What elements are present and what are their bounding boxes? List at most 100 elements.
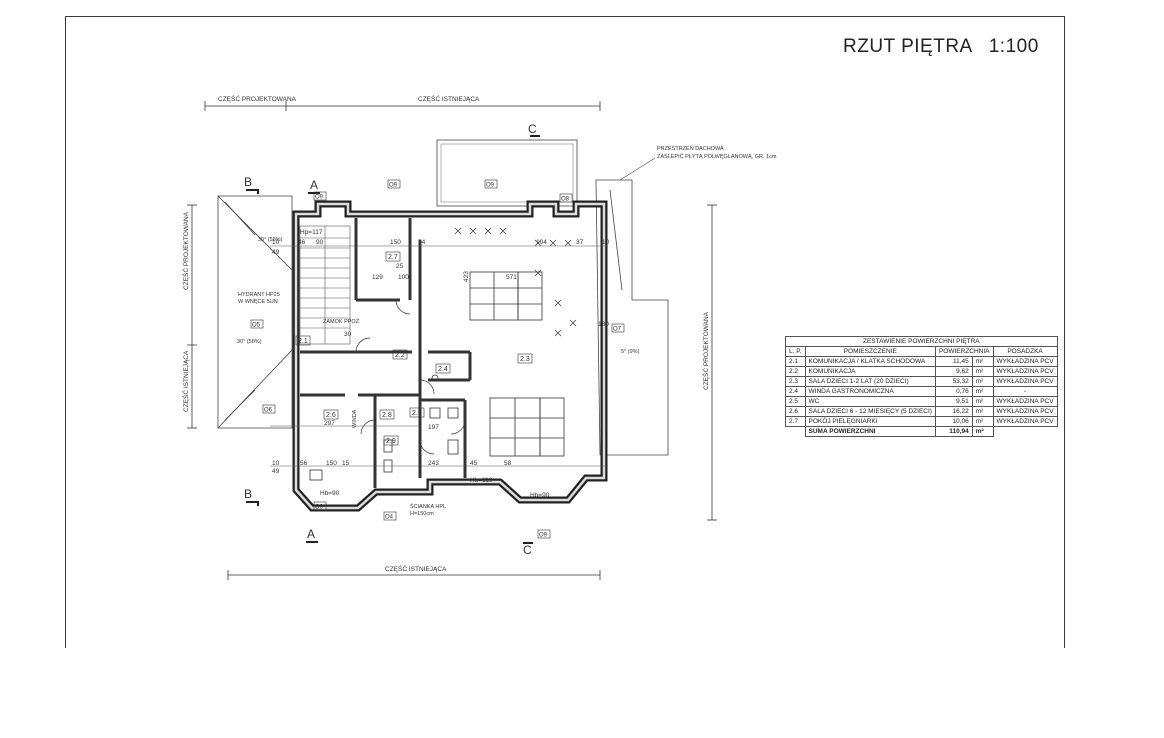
section-c-bottom: C bbox=[523, 543, 532, 557]
table-row: 2.4 WINDA GASTRONOMICZNA 0,76 m² - bbox=[785, 386, 1058, 397]
zone-lines bbox=[187, 101, 717, 580]
section-a-bottom: A bbox=[307, 527, 315, 541]
staircase bbox=[299, 225, 351, 345]
room-label-2-6: 2.6 bbox=[326, 412, 336, 419]
dim-423: 423 bbox=[463, 271, 470, 282]
dim-129: 129 bbox=[372, 274, 383, 281]
room-labels: 2.1 2.2 2.3 2.4 2.5 2.6 2.7 2.8 2.9 bbox=[295, 251, 533, 446]
dim-243: 243 bbox=[428, 460, 439, 467]
room-label-2-5: 2.5 bbox=[412, 410, 422, 417]
section-b-top: B bbox=[244, 175, 252, 189]
dim-90-top: 90 bbox=[316, 239, 324, 246]
hp-117: Hp=117 bbox=[300, 229, 323, 236]
dim-30: 30 bbox=[344, 331, 352, 338]
window-tag-7: O7 bbox=[613, 327, 622, 333]
roof-slope-right: 5° (9%) bbox=[621, 349, 640, 355]
dim-45: 45 bbox=[470, 460, 478, 467]
table-row: 2.6 SALA DZIECI 6 - 12 MIESIĘCY (5 DZIEC… bbox=[785, 406, 1058, 417]
th-floor: POSADZKA bbox=[992, 346, 1058, 357]
balcony-outline bbox=[436, 139, 578, 207]
table-row: 2.2 KOMUNIKACJA 9,62 m² WYKŁADZINA PCV bbox=[785, 366, 1058, 377]
table-row: 2.5 WC 9,51 m² WYKŁADZINA PCV bbox=[785, 396, 1058, 407]
sum-unit: m² bbox=[971, 426, 994, 437]
note-roof-space-1: PRZESTRZEŃ DACHOWA bbox=[657, 145, 724, 152]
dim-49-bottom: 49 bbox=[272, 468, 280, 475]
section-arrows bbox=[246, 135, 540, 544]
right-roof-outline bbox=[595, 179, 669, 456]
exterior-walls bbox=[292, 200, 608, 512]
dim-297: 297 bbox=[324, 420, 335, 427]
drawing-notes: PRZESTRZEŃ DACHOWA ZAŚLEPIĆ PŁYTĄ POLWĘG… bbox=[237, 145, 777, 517]
window-tag-1: O9 bbox=[389, 183, 398, 189]
window-tag-5: O5 bbox=[252, 323, 261, 329]
dimension-labels: 10 49 46 90 150 74 104 37 10 129 100 25 … bbox=[272, 229, 610, 499]
dim-10-top: 10 bbox=[272, 239, 280, 246]
interior-walls bbox=[300, 218, 472, 488]
title-scale: 1:100 bbox=[988, 36, 1039, 57]
zone-label-bottom-existing: CZĘŚĆ ISTNIEJĄCA bbox=[385, 564, 447, 573]
title-text: RZUT PIĘTRA bbox=[843, 36, 973, 57]
drawing-title: RZUT PIĘTRA 1:100 bbox=[843, 36, 1039, 58]
hb-119: Hb=119 bbox=[470, 477, 493, 484]
section-marks: C C B B A A bbox=[244, 122, 537, 557]
window-tag-4: O9 bbox=[315, 195, 324, 201]
section-b-bottom: B bbox=[244, 487, 252, 501]
th-area: POWIERZCHNIA bbox=[934, 346, 994, 357]
dim-10-bottom: 10 bbox=[272, 460, 280, 467]
zone-label-right-projected: CZĘŚĆ PROJEKTOWANA bbox=[701, 311, 710, 390]
note-hydrant-1: HYDRANT HP25 bbox=[238, 292, 280, 298]
zone-label-top-projected: CZĘŚĆ PROJEKTOWANA bbox=[218, 94, 297, 103]
section-c-top: C bbox=[528, 122, 537, 136]
room-label-2-1: 2.1 bbox=[298, 338, 308, 345]
note-fire-lock: ZAMOK PPOŻ bbox=[323, 318, 360, 325]
dim-25: 25 bbox=[396, 263, 404, 270]
drawing-sheet-frame bbox=[65, 16, 1065, 648]
note-hydrant-2: W WNĘCE 5UN bbox=[238, 299, 278, 305]
roof-slope-top: 30° (58%) bbox=[258, 237, 283, 243]
th-room: POMIESZCZENIE bbox=[804, 346, 936, 357]
window-tag-3: O8 bbox=[561, 197, 570, 203]
dim-10-right: 10 bbox=[602, 239, 610, 246]
dim-46: 46 bbox=[298, 239, 306, 246]
door-swings bbox=[355, 299, 466, 455]
table-row: 2.7 POKÓJ PIELĘGNIARKI 10,06 m² WYKŁADZI… bbox=[785, 416, 1058, 427]
sum-label: SUMA POWIERZCHNI bbox=[804, 426, 936, 437]
dim-15: 15 bbox=[342, 460, 350, 467]
dim-74: 74 bbox=[418, 239, 426, 246]
window-tag-8: O4 bbox=[385, 515, 394, 521]
window-tag-6: O6 bbox=[264, 408, 273, 414]
zone-label-left-existing: CZĘŚĆ ISTNIEJĄCA bbox=[181, 350, 190, 412]
roof-slope-mid: 30° (58%) bbox=[237, 339, 262, 345]
room-label-2-3: 2.3 bbox=[520, 356, 530, 363]
dim-571: 571 bbox=[506, 274, 517, 281]
room-label-2-9: 2.9 bbox=[386, 438, 396, 445]
room-label-2-4: 2.4 bbox=[438, 366, 448, 373]
dim-150-top: 150 bbox=[390, 239, 401, 246]
dim-180: 180 bbox=[598, 321, 609, 328]
zone-label-left-projected: CZĘŚĆ PROJEKTOWANA bbox=[181, 211, 190, 290]
dim-37: 37 bbox=[576, 239, 584, 246]
room-label-2-7: 2.7 bbox=[388, 254, 398, 261]
note-wc-1: ŚCIANKA HPL bbox=[410, 502, 446, 510]
dim-58: 58 bbox=[504, 460, 512, 467]
section-a-top: A bbox=[310, 178, 318, 192]
note-wc-2: H=150cm bbox=[410, 511, 434, 517]
room-label-2-2: 2.2 bbox=[395, 352, 405, 359]
window-tag-2: O9 bbox=[486, 183, 495, 189]
th-lp: L. P. bbox=[785, 346, 806, 357]
note-roof-space-2: ZAŚLEPIĆ PŁYTĄ POLWĘGLANOWĄ, GR. 1cm bbox=[657, 152, 777, 160]
dim-56: 56 bbox=[300, 460, 308, 467]
hb-90-left: Hb=90 bbox=[320, 490, 340, 497]
table-row: 2.3 SALA DZIECI 1-2 LAT (20 DZIECI) 53,3… bbox=[785, 376, 1058, 387]
table-row: 2.1 KOMUNIKACJA / KLATKA SCHODOWA 11,45 … bbox=[785, 356, 1058, 367]
dim-100: 100 bbox=[398, 274, 409, 281]
dimension-lines bbox=[270, 245, 608, 467]
chairs-top-row bbox=[454, 227, 577, 337]
dim-197: 197 bbox=[428, 424, 439, 431]
window-tag-9: O9 bbox=[539, 533, 548, 539]
hb-90-right: Hb=90 bbox=[530, 492, 550, 499]
left-roof-outline bbox=[217, 195, 293, 429]
dim-104: 104 bbox=[536, 239, 547, 246]
table-sum-row: SUMA POWIERZCHNI 110,94 m² bbox=[786, 426, 1058, 437]
